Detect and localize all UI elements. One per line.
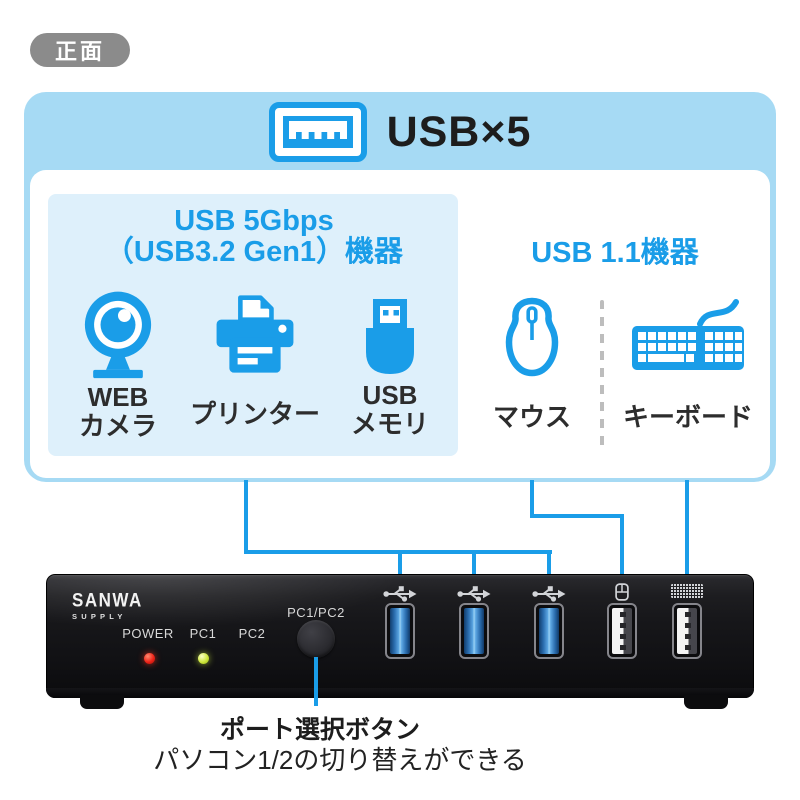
power-label: POWER [122,626,174,641]
keyboard-label: キーボード [622,402,753,432]
port-select-button-label: PC1/PC2 [287,605,345,620]
power-led [144,653,155,664]
printer-icon [216,295,294,373]
usb3-port-3 [534,603,564,659]
brand-logo-top: SANWA [72,589,143,611]
brand-logo: SANWA SUPPLY [72,589,143,621]
connector-line-keyboard [685,480,689,578]
brand-logo-bottom: SUPPLY [72,612,127,621]
webcam-label-line2: カメラ [78,411,157,441]
pc1-led [198,653,209,664]
usb11-title: USB 1.1機器 [531,237,699,269]
usb-port-icon [268,102,367,162]
keyboard-icon [632,299,744,370]
pc1-label: PC1 [189,626,217,641]
connector-line-mouse-vertical1 [530,480,534,518]
port-select-button [297,620,335,658]
usb-trident-icon [457,586,491,602]
usb3-port-1 [385,603,415,659]
webcam-icon [84,291,152,379]
usb-keyboard-port [672,603,702,659]
device-foot-left [80,695,124,709]
connector-line-usb3-drop1 [398,552,402,580]
button-pointer-line [314,657,318,706]
usb5-title-line1: USB 5Gbps [174,205,334,237]
usb-trident-icon [532,586,566,602]
printer-label-line1: プリンター [189,399,320,429]
usb-trident-icon [383,586,417,602]
usb3-port-2 [459,603,489,659]
webcam-label-line1: WEB [87,382,149,412]
webcam-label: WEB カメラ [58,383,178,441]
usb-memory-label-line2: メモリ [350,409,429,439]
printer-label: プリンター [185,400,325,429]
pc2-label: PC2 [238,626,266,641]
connector-line-mouse-horizontal [530,514,624,518]
caption-subtitle: パソコン1/2の切り替えができる [153,745,527,775]
usb-mouse-port [607,603,637,659]
usb5-title: USB 5Gbps （USB3.2 Gen1）機器 [58,206,450,268]
section-divider [600,300,604,448]
panel-header: USB×5 [24,100,776,164]
connector-line-mouse-vertical2 [620,514,624,578]
usb-memory-label-line1: USB [362,380,418,410]
panel-title: USB×5 [386,107,532,156]
device-foot-right [684,695,728,709]
caption-title: ポート選択ボタン [219,716,420,744]
device-bottom-edge [46,688,754,698]
connector-line-usb3-drop2 [472,552,476,580]
connector-line-usb3-drop3 [547,552,551,580]
connector-line-usb3-vertical [244,480,248,552]
mouse-label: マウス [492,402,571,432]
mouse-icon [505,297,559,377]
front-view-badge: 正面 [30,33,130,67]
usb5-title-line2: （USB3.2 Gen1）機器 [104,236,404,268]
keyboard-port-icon [671,584,703,598]
usb-memory-label: USB メモリ [328,381,452,439]
usb-memory-icon [366,299,414,374]
mouse-port-icon [615,583,629,601]
